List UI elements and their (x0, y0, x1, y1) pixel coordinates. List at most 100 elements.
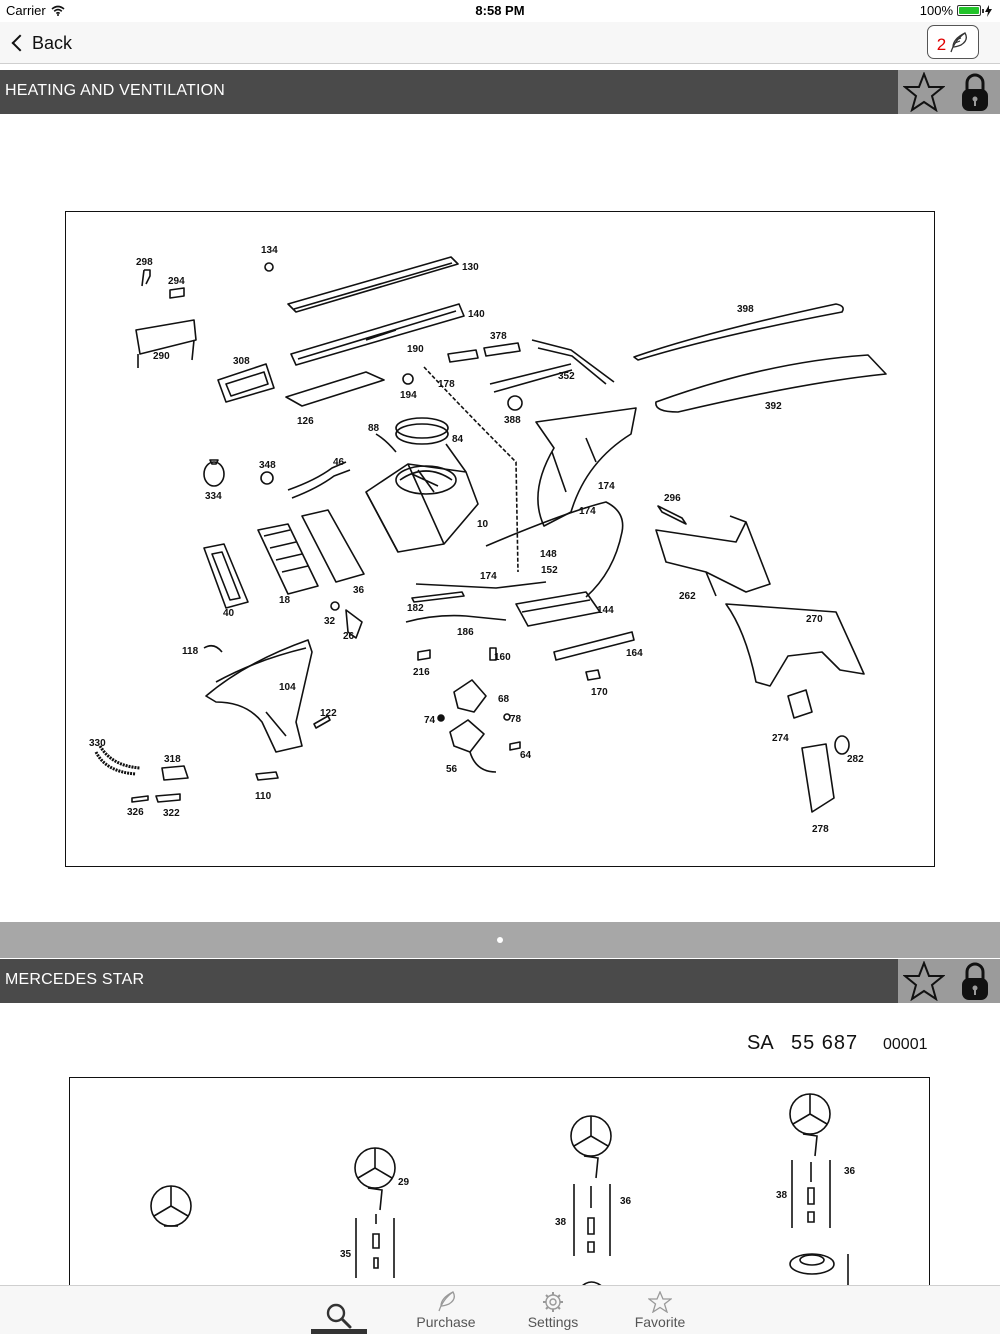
part-label: 26 (343, 631, 355, 642)
feather-icon (950, 32, 968, 53)
part-label: 216 (413, 667, 430, 678)
status-time: 8:58 PM (475, 3, 525, 18)
part-label: 64 (520, 750, 532, 761)
part-label: 36 (844, 1166, 856, 1177)
nav-bar: Back 2 (0, 22, 1000, 64)
lock-icon (961, 962, 988, 1000)
part-label: 170 (591, 687, 608, 698)
part-label: 174 (480, 571, 497, 582)
charging-icon (985, 4, 992, 17)
section-title: MERCEDES STAR (5, 971, 145, 988)
tab-search[interactable] (289, 1286, 389, 1334)
part-label: 290 (153, 351, 170, 362)
part-label: 126 (297, 416, 314, 427)
part-label: 378 (490, 331, 507, 342)
part-label: 348 (259, 460, 276, 471)
section-header-heating: HEATING AND VENTILATION (0, 70, 1000, 114)
tab-label: Settings (527, 1314, 579, 1330)
part-label: 38 (555, 1217, 567, 1228)
diagram-mercedes-star[interactable]: 29 36 38 36 38 35 (69, 1077, 930, 1297)
tab-purchase[interactable]: Purchase (396, 1286, 496, 1334)
part-label: 160 (494, 652, 511, 663)
part-label: 282 (847, 754, 864, 765)
part-label: 294 (168, 276, 185, 287)
tab-favorite[interactable]: Favorite (610, 1286, 710, 1334)
part-label: 110 (255, 791, 272, 802)
battery-percent: 100% (919, 3, 953, 18)
battery-icon (957, 5, 984, 16)
part-label: 36 (620, 1196, 632, 1207)
part-label: 104 (279, 682, 296, 693)
page-dot[interactable] (497, 937, 503, 943)
section-actions (898, 959, 1000, 1003)
part-label: 262 (679, 591, 696, 602)
status-right: 100% (920, 3, 992, 18)
part-label: 29 (398, 1177, 410, 1188)
part-label: 78 (510, 714, 522, 725)
part-label: 32 (324, 616, 336, 627)
catalog-number: 55 687 (791, 1032, 859, 1054)
part-label: 152 (541, 565, 558, 576)
cart-button[interactable]: 2 (927, 25, 979, 59)
catalog-prefix: SA (747, 1032, 774, 1054)
part-label: 190 (407, 344, 424, 355)
part-label: 122 (320, 708, 337, 719)
tab-bar: Purchase Settings Favorite (0, 1285, 1000, 1334)
tab-settings[interactable]: Settings (503, 1286, 603, 1334)
part-label: 36 (353, 585, 365, 596)
back-button[interactable]: Back (8, 28, 72, 58)
part-label: 298 (136, 257, 153, 268)
part-label: 330 (89, 738, 106, 749)
part-label: 308 (233, 356, 250, 367)
tab-label: Purchase (416, 1314, 476, 1330)
part-label: 326 (127, 807, 144, 818)
tab-selected-indicator (311, 1329, 367, 1334)
carrier-label: Carrier (6, 3, 46, 18)
section-title: HEATING AND VENTILATION (5, 82, 226, 99)
search-icon (326, 1303, 352, 1329)
part-label: 194 (400, 390, 417, 401)
part-label: 38 (776, 1190, 788, 1201)
back-label: Back (32, 32, 73, 53)
part-label: 270 (806, 614, 823, 625)
part-label: 10 (477, 519, 489, 530)
part-label: 46 (333, 457, 345, 468)
part-label: 186 (457, 627, 474, 638)
part-label: 274 (772, 733, 789, 744)
exploded-parts-drawing: 2981342941301402903983783081903521781943… (89, 245, 887, 835)
part-label: 334 (205, 491, 222, 502)
part-label: 35 (340, 1249, 352, 1260)
part-label: 144 (597, 605, 614, 616)
part-label: 392 (765, 401, 782, 412)
favorite-button[interactable] (902, 70, 946, 114)
part-label: 130 (462, 262, 479, 273)
tab-label: Favorite (634, 1314, 686, 1330)
favorite-button[interactable] (902, 959, 946, 1003)
lock-icon (961, 73, 988, 111)
part-label: 68 (498, 694, 510, 705)
part-label: 18 (279, 595, 291, 606)
wifi-icon (51, 5, 65, 16)
star-icon (902, 72, 945, 112)
star-icon (648, 1291, 672, 1313)
star-parts-drawing: 29 36 38 36 38 35 (150, 1093, 856, 1289)
part-label: 140 (468, 309, 485, 320)
battery-fill (959, 7, 979, 14)
part-label: 352 (558, 371, 575, 382)
status-bar: Carrier 8:58 PM 100% (0, 0, 1000, 22)
part-label: 318 (164, 754, 181, 765)
lock-button[interactable] (953, 959, 997, 1003)
gear-icon (543, 1292, 563, 1312)
lock-button[interactable] (953, 70, 997, 114)
part-label: 134 (261, 245, 278, 256)
chevron-left-icon (11, 34, 29, 52)
part-label: 178 (438, 379, 455, 390)
part-label: 182 (407, 603, 424, 614)
page-indicator[interactable] (0, 922, 1000, 958)
part-label: 148 (540, 549, 557, 560)
part-label: 74 (424, 715, 436, 726)
catalog-suffix: 00001 (883, 1036, 928, 1053)
section-header-mercedes-star: MERCEDES STAR (0, 959, 1000, 1003)
star-icon (902, 961, 945, 1001)
